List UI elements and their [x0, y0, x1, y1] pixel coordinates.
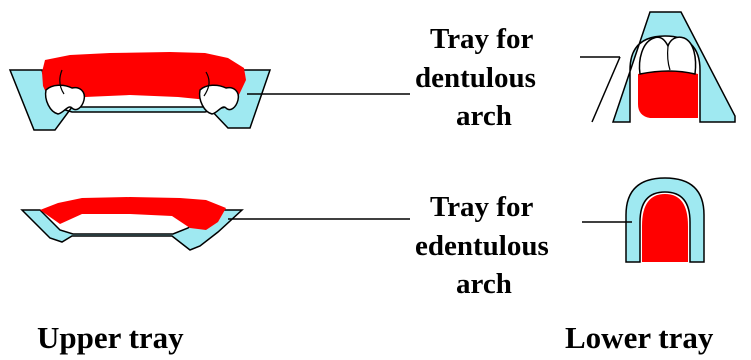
upper-edentulous-impression	[40, 197, 226, 230]
upper-edentulous-tray	[22, 197, 242, 250]
upper-dentulous-tray	[10, 52, 270, 130]
label-dentulous-line1: Tray for	[430, 23, 533, 56]
caption-upper-tray: Upper tray	[37, 320, 184, 356]
label-dentulous-line3: arch	[456, 100, 512, 133]
lower-dentulous-tray	[613, 12, 735, 122]
lower-edentulous-impression	[642, 194, 688, 262]
lower-dentulous-impression	[638, 70, 698, 118]
label-edentulous-line3: arch	[456, 268, 512, 301]
lower-edentulous-tray	[626, 178, 704, 262]
label-dentulous-line2: dentulous	[415, 62, 536, 95]
label-edentulous-line1: Tray for	[430, 191, 533, 224]
label-edentulous-line2: edentulous	[415, 230, 549, 263]
caption-lower-tray: Lower tray	[565, 320, 713, 356]
